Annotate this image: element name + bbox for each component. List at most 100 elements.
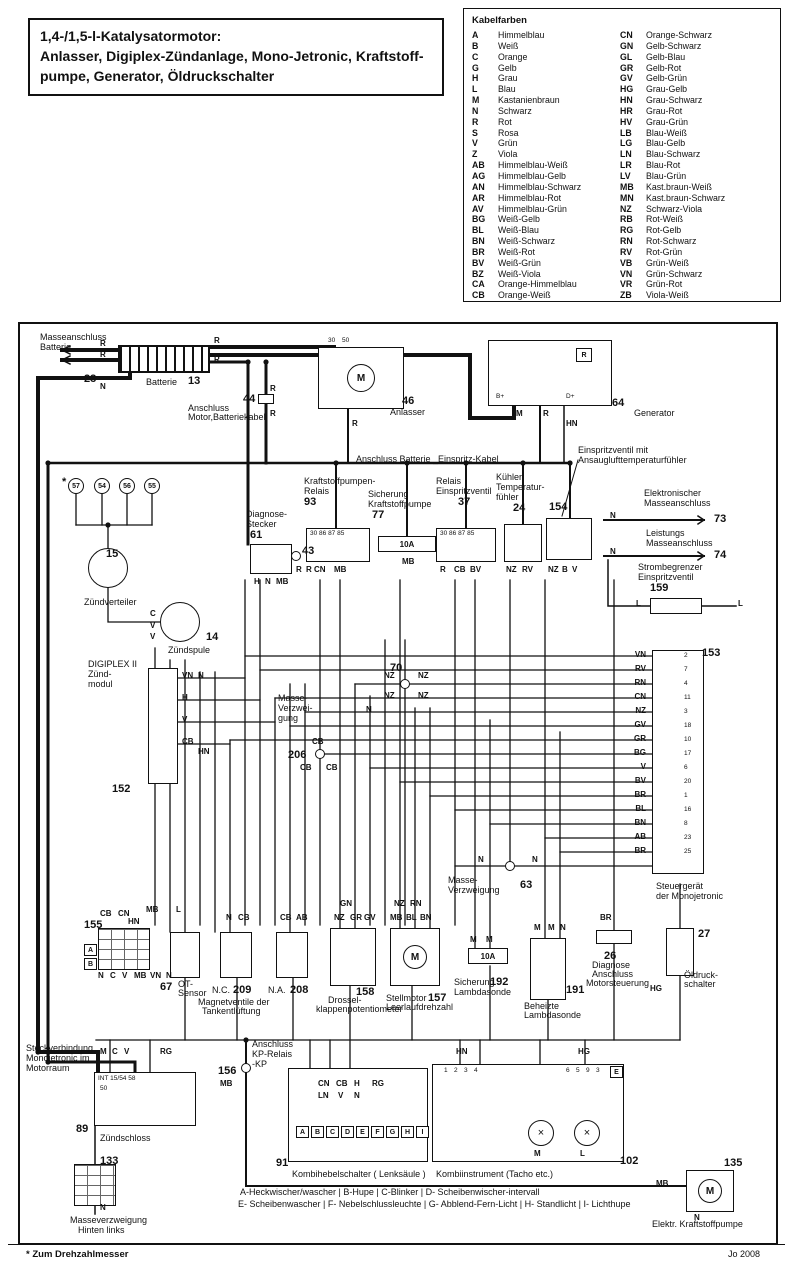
diagram-label: Motorsteuerung (586, 978, 650, 988)
diagram-label: 154 (549, 501, 568, 513)
cable-color-name: Blau-Rot (646, 160, 681, 171)
diagram-label: 24 (513, 502, 526, 514)
diagram-label: CB (238, 913, 250, 922)
cable-color-name: Himmelblau-Rot (498, 192, 562, 203)
diagram-label: B+ (496, 393, 505, 400)
diagram-label: Ansauglufttemperaturfühler (578, 455, 687, 465)
diagram-label: BN (420, 913, 432, 922)
diagram-label: MB (220, 1079, 233, 1088)
cable-code: HN (620, 95, 633, 106)
diagram-label: R (270, 409, 276, 418)
diagram-label: 2 (454, 1067, 458, 1074)
diagram-label: Relais (304, 486, 330, 496)
lamp-l: × (574, 1120, 600, 1146)
cable-code: NZ (620, 203, 632, 214)
cable-color-name: Kast.braun-Weiß (646, 181, 712, 192)
diagram-label: CB (280, 913, 292, 922)
diagram-label: R (214, 355, 220, 364)
diagram-label: E- Scheibenwascher | F- Nebelschlussleuc… (238, 1199, 631, 1209)
diagram-label: 133 (100, 1155, 119, 1167)
cable-color-name: Rot-Grün (646, 246, 683, 257)
cable-color-name: Viola (498, 149, 518, 160)
diagram-label: CB (312, 737, 324, 746)
battery-box (118, 345, 210, 373)
stellmotor-157-box: M (390, 928, 440, 986)
diagram-label: 6 (566, 1067, 570, 1074)
diagram-label: NZ (334, 913, 345, 922)
cable-code: C (472, 51, 479, 62)
diagram-label: 15 (106, 548, 119, 560)
kerze-57: 57 (68, 478, 84, 494)
diagram-label: Masseverzweigung (70, 1215, 148, 1225)
cable-code: CB (472, 290, 485, 301)
diagram-label: M (534, 923, 541, 932)
motor-symbol: M (403, 945, 427, 969)
diagram-label: 70 (390, 662, 403, 674)
diagram-label: 64 (612, 397, 625, 409)
diagram-label: L (636, 599, 641, 608)
diagram-label: Verzwei- (278, 703, 313, 713)
diagram-label: 50 (100, 1085, 108, 1092)
diagram-label: 30 86 87 85 (310, 530, 345, 537)
junction-70 (400, 679, 410, 689)
diagram-label: GN (340, 899, 352, 908)
diagram-label: N (198, 671, 204, 680)
cable-code: VN (620, 268, 633, 279)
cable-code: ZB (620, 290, 632, 301)
diagram-label: 208 (290, 984, 309, 996)
ecu-pin-code: RN (634, 678, 646, 687)
ecu-pin-number: 1 (684, 792, 688, 799)
cable-color-name: Weiß-Grün (498, 257, 541, 268)
diagram-label: Verzweigung (448, 885, 500, 895)
diagram-label: Diagnose (592, 960, 631, 970)
diagram-label: klappenpotentiometer (316, 1004, 403, 1014)
diagram-label: LN (318, 1091, 329, 1100)
diagram-label: N.A. (268, 985, 286, 995)
ecu-pin-number: 8 (684, 820, 688, 827)
diagram-label: 135 (724, 1157, 743, 1169)
cable-color-name: Blau-Grün (646, 170, 687, 181)
diagram-label: 4 (474, 1067, 478, 1074)
cable-color-name: Orange-Schwarz (646, 30, 713, 40)
diagram-label: NZ (384, 691, 395, 700)
diagram-label: 9 (586, 1067, 590, 1074)
diagram-label: 206 (288, 749, 307, 761)
diagram-label: Zünd- (88, 669, 112, 679)
ecu-pin-number: 2 (684, 652, 688, 659)
diagram-label: Temperatur- (496, 482, 545, 492)
diagram-label: 37 (458, 496, 471, 508)
stecker-155-b: B (84, 958, 97, 970)
ecu-pin-number: 7 (684, 666, 688, 673)
diagram-label: M (534, 1149, 541, 1158)
diagram-label: N (354, 1091, 360, 1100)
kombiinstrument-102-box (432, 1064, 624, 1162)
cable-code: HV (620, 116, 633, 127)
diagram-label: Anschluss Batterie _Einspritz-Kabel (356, 454, 499, 464)
hebel-function-letter: I (416, 1126, 429, 1138)
ecu-pin-number: 10 (684, 736, 692, 743)
diagram-label: B (562, 565, 568, 574)
kerze-54: 54 (94, 478, 110, 494)
ecu-pin-number: 20 (684, 778, 692, 785)
diagram-label: Kombihebelschalter ( Lenksäule ) (292, 1169, 426, 1179)
diagram-label: MB (276, 577, 289, 586)
diagram-label: VN (182, 671, 194, 680)
cable-color-name: Kast.braun-Schwarz (646, 192, 726, 203)
diagram-label: 74 (714, 549, 727, 561)
cable-color-name: Rot (498, 116, 512, 127)
diagram-label: Tankentlüftung (202, 1006, 261, 1016)
ecu-pin-code: GV (634, 720, 646, 729)
